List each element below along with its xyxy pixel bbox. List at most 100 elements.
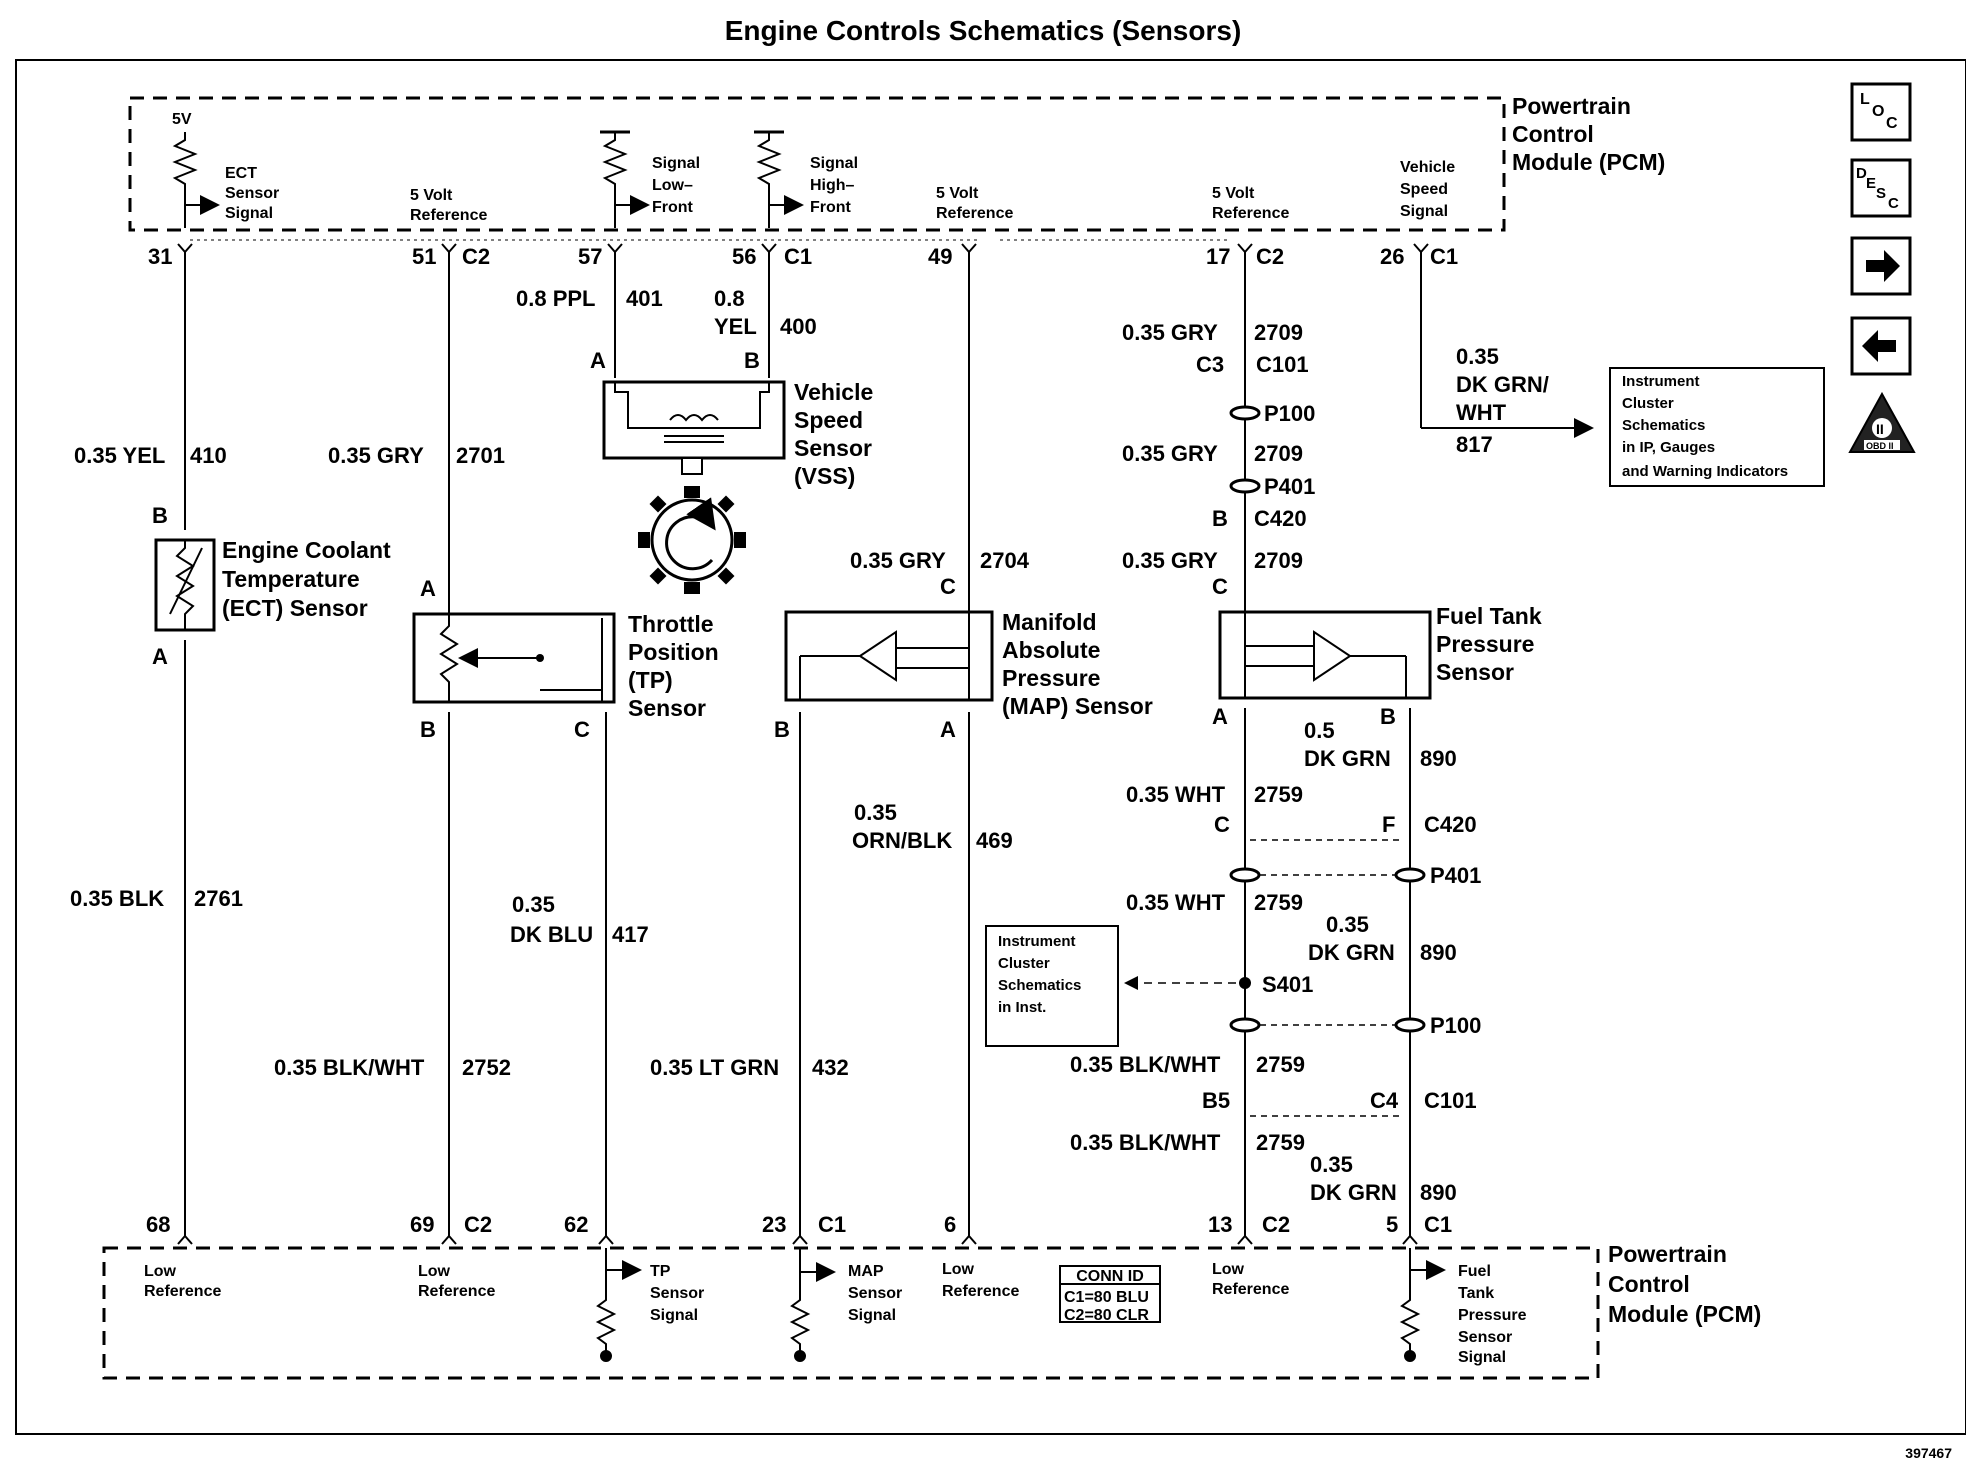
svg-text:Pressure: Pressure [1458, 1307, 1527, 1324]
pin-62: 62 [564, 1212, 588, 1237]
desc-icon[interactable]: D E S C [1850, 158, 1912, 218]
ref-box-instrument-cluster-inst[interactable] [985, 925, 1119, 1047]
wire-label-890c-num: 890 [1420, 1180, 1457, 1205]
conn-c3: C3 [1196, 352, 1224, 377]
svg-text:OBD II: OBD II [1866, 441, 1894, 451]
svg-text:High–: High– [810, 177, 855, 194]
pin-13: 13 [1208, 1212, 1232, 1237]
pcm-top-label-1: Powertrain [1512, 93, 1631, 119]
s401-arrow [1124, 976, 1138, 990]
pin-26: 26 [1380, 244, 1404, 269]
ftp-pin-c: C [1212, 574, 1228, 599]
wire-label-400-gauge: 0.8 [714, 286, 745, 311]
wire-label-2701-gauge: 0.35 GRY [328, 443, 424, 468]
ftp-sensor-internals [1244, 612, 1407, 698]
label-5v: 5V [172, 111, 192, 128]
ref-box-instrument-cluster-ip[interactable] [1609, 367, 1825, 487]
svg-text:Throttle: Throttle [628, 611, 714, 637]
wire-label-2709a-num: 2709 [1254, 320, 1303, 345]
wire-label-890c-gauge: 0.35 [1310, 1152, 1353, 1177]
label-vss-signal: Vehicle Speed Signal [1400, 159, 1455, 220]
ftp-sensor-label: Fuel Tank Pressure Sensor [1436, 603, 1542, 685]
svg-text:Signal: Signal [810, 155, 858, 172]
pin-symbol [961, 243, 977, 254]
map-pin-c: C [940, 574, 956, 599]
wire-label-469-gauge: 0.35 [854, 800, 897, 825]
svg-text:Reference: Reference [418, 1283, 495, 1300]
svg-text:Absolute: Absolute [1002, 637, 1100, 663]
label-tp-signal: TP Sensor Signal [650, 1263, 704, 1324]
tp-signal-pulldown [595, 1248, 642, 1362]
tp-pin-b: B [420, 717, 436, 742]
vss-sensor [602, 380, 786, 460]
pcm-top-label-2: Control [1512, 121, 1594, 147]
svg-text:Schematics: Schematics [1622, 417, 1705, 434]
vss-pin-a: A [590, 348, 606, 373]
ect-pullup-resistor [172, 132, 198, 228]
wire-label-890a-num: 890 [1420, 746, 1457, 771]
p100-connector [1229, 405, 1261, 421]
wire-label-432-gauge: 0.35 LT GRN [650, 1055, 779, 1080]
svg-text:Fuel Tank: Fuel Tank [1436, 603, 1542, 629]
tp-sensor-label: Throttle Position (TP) Sensor [628, 611, 719, 721]
wire-label-890b-num: 890 [1420, 940, 1457, 965]
loc-icon[interactable]: L O C [1850, 82, 1912, 142]
back-arrow-icon[interactable] [1850, 316, 1912, 376]
page-title: Engine Controls Schematics (Sensors) [725, 15, 1242, 46]
label-ref-51: 5 Volt Reference [410, 187, 487, 224]
label-ref-17: 5 Volt Reference [1212, 185, 1289, 222]
ect-pin-a: A [152, 644, 168, 669]
svg-text:Signal: Signal [1458, 1349, 1506, 1366]
label-signal-low: Signal Low– Front [652, 155, 700, 216]
wire-label-400-color: YEL [714, 314, 757, 339]
svg-text:Sensor: Sensor [1458, 1329, 1512, 1346]
label-low-ref-68: Low Reference [144, 1263, 221, 1300]
label-ect-signal: ECT Sensor Signal [225, 165, 279, 222]
wire-label-417-gauge: 0.35 [512, 892, 555, 917]
wire-label-469-num: 469 [976, 828, 1013, 853]
pin-51: 51 [412, 244, 436, 269]
conn-b: B [1212, 506, 1228, 531]
svg-text:O: O [1872, 103, 1884, 120]
svg-text:Pressure: Pressure [1002, 665, 1100, 691]
ect-pin-b: B [152, 503, 168, 528]
svg-text:Sensor: Sensor [848, 1285, 902, 1302]
conn-p100: P100 [1264, 401, 1315, 426]
tp-potentiometer [439, 614, 459, 702]
wire-label-2759d-num: 2759 [1256, 1130, 1305, 1155]
map-sensor-internals [799, 612, 970, 700]
conn-c420b: C420 [1424, 812, 1477, 837]
label-ref-49: 5 Volt Reference [936, 185, 1013, 222]
ftp-pin-a: A [1212, 704, 1228, 729]
conn-56: C1 [784, 244, 812, 269]
pin-17: 17 [1206, 244, 1230, 269]
pin-6: 6 [944, 1212, 956, 1237]
conn-p401b: P401 [1430, 863, 1481, 888]
wire-label-2761-num: 2761 [194, 886, 243, 911]
svg-text:Signal: Signal [848, 1307, 896, 1324]
svg-text:Position: Position [628, 639, 719, 665]
next-arrow-icon[interactable] [1850, 236, 1912, 296]
wire-label-817-num: 817 [1456, 432, 1493, 457]
ftp-pin-b: B [1380, 704, 1396, 729]
pin-31: 31 [148, 244, 172, 269]
wire-label-417-color: DK BLU [510, 922, 593, 947]
pin-symbol [607, 243, 623, 254]
wire-label-2709b-num: 2709 [1254, 441, 1303, 466]
pin-57: 57 [578, 244, 602, 269]
vss-pin-b: B [744, 348, 760, 373]
svg-text:Low: Low [418, 1263, 451, 1280]
svg-text:Sensor: Sensor [650, 1285, 704, 1302]
svg-text:Signal: Signal [652, 155, 700, 172]
svg-text:Cluster: Cluster [998, 955, 1050, 972]
wire-label-410-num: 410 [190, 443, 227, 468]
svg-text:(ECT) Sensor: (ECT) Sensor [222, 595, 368, 621]
wire-label-2704-num: 2704 [980, 548, 1030, 573]
svg-text:in IP, Gauges: in IP, Gauges [1622, 439, 1715, 456]
conn-26: C1 [1430, 244, 1458, 269]
obd-ii-icon[interactable]: II OBD II [1848, 391, 1916, 453]
label-low-ref-13: Low Reference [1212, 1261, 1289, 1298]
svg-text:(TP): (TP) [628, 667, 673, 693]
svg-text:C: C [1886, 115, 1898, 132]
